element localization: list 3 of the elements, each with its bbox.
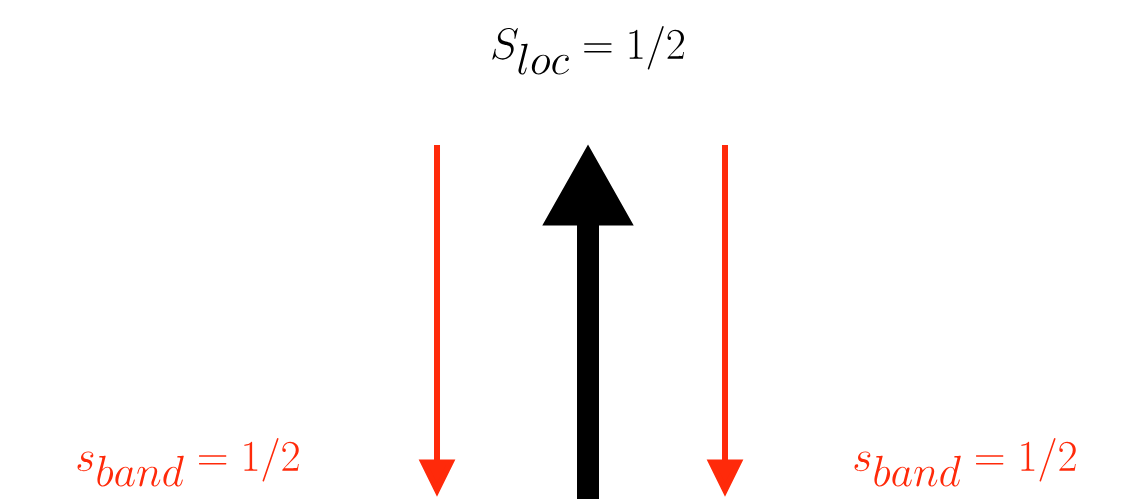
- formula-label: $s_{band} = 1/2$: [854, 438, 1076, 487]
- formula-label: $s_{band} = 1/2$: [77, 438, 299, 487]
- formula-label: $S_{loc} = 1/2$: [492, 26, 684, 75]
